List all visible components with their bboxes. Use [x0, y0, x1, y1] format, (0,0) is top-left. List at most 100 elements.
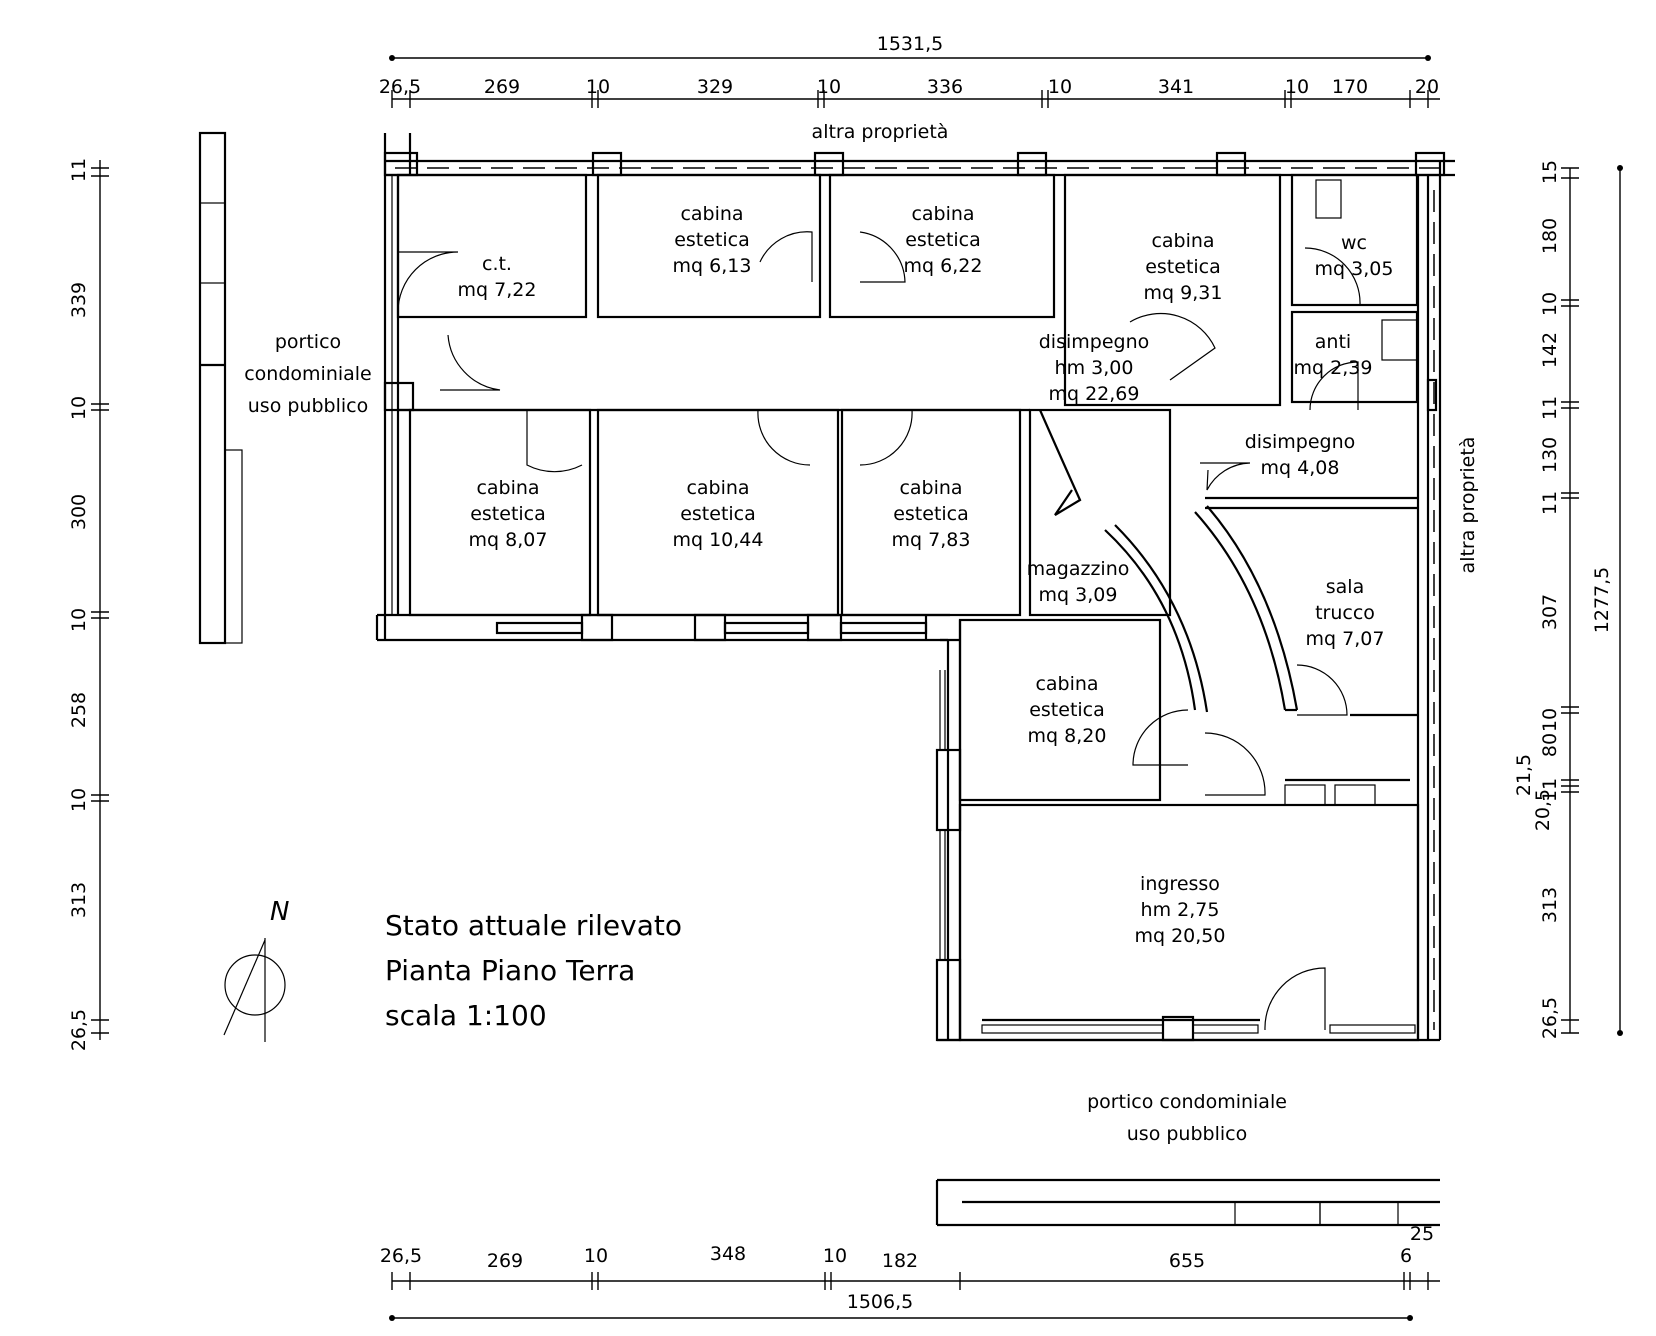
room-cab-mid-2-line-2: estetica	[680, 503, 756, 525]
room-cab-low-line-3: mq 8,20	[1028, 725, 1107, 747]
dim-top-seg: 329	[697, 76, 733, 98]
dim-right-seg: 11	[1539, 491, 1561, 515]
room-magazzino-line-2: mq 3,09	[1039, 584, 1118, 606]
portico-left-line-3: uso pubblico	[248, 395, 368, 417]
dim-left-seg: 339	[68, 282, 90, 318]
room-ingresso: ingresso hm 2,75 mq 20,50	[1134, 873, 1225, 947]
dim-left-seg: 26,5	[68, 1009, 90, 1051]
room-cab-top-1-line-2: estetica	[674, 229, 750, 251]
walls	[198, 131, 1455, 1227]
room-magazzino: magazzino mq 3,09	[1027, 558, 1130, 606]
dim-right-seg: 26,5	[1539, 997, 1561, 1039]
room-cab-top-1-line-1: cabina	[680, 203, 743, 225]
dim-right-seg: 11	[1539, 778, 1561, 802]
room-sala-trucco: sala trucco mq 7,07	[1306, 576, 1385, 650]
room-cab-top-2-line-2: estetica	[905, 229, 981, 251]
dim-top-seg: 170	[1332, 76, 1368, 98]
room-cabina-mid-1: cabina estetica mq 8,07	[469, 477, 548, 551]
dim-right-seg: 142	[1539, 332, 1561, 368]
dim-top-seg: 20	[1415, 76, 1439, 98]
dim-right-seg: 20,5	[1532, 789, 1554, 831]
room-ingresso-line-2: hm 2,75	[1141, 899, 1220, 921]
dim-right-seg: 11	[1539, 396, 1561, 420]
room-ingresso-line-1: ingresso	[1140, 873, 1220, 895]
room-cabina-top-3: cabina estetica mq 9,31	[1144, 230, 1223, 304]
room-sala-trucco-line-1: sala	[1326, 576, 1364, 598]
room-cab-top-3-line-1: cabina	[1151, 230, 1214, 252]
dim-top-seg: 10	[1285, 76, 1309, 98]
room-ct-line-2: mq 7,22	[458, 279, 537, 301]
portico-bottom-line-1: portico condominiale	[1087, 1091, 1287, 1113]
room-cab-top-2-line-3: mq 6,22	[904, 255, 983, 277]
dim-left-seg: 10	[68, 788, 90, 812]
dim-bottom-seg: 269	[487, 1250, 523, 1272]
room-disimpegno-small-line-1: disimpegno	[1245, 431, 1356, 453]
drawing-title-line-3: scala 1:100	[385, 999, 547, 1032]
room-disimpegno-small: disimpegno mq 4,08	[1245, 431, 1356, 479]
neighbor-top-label: altra proprietà	[812, 121, 949, 143]
doors	[397, 231, 1361, 1031]
room-cabina-mid-2: cabina estetica mq 10,44	[672, 477, 763, 551]
dim-left-seg: 10	[68, 396, 90, 420]
portico-bottom-line-2: uso pubblico	[1127, 1123, 1247, 1145]
dim-bottom-seg: 348	[710, 1243, 746, 1265]
dim-right-seg: 80	[1539, 733, 1561, 757]
dim-right-seg: 21,5	[1513, 754, 1535, 796]
dim-bottom-seg: 25	[1410, 1223, 1434, 1245]
room-ingresso-line-3: mq 20,50	[1134, 925, 1225, 947]
dim-left-seg: 300	[68, 494, 90, 530]
dim-right-seg: 180	[1539, 218, 1561, 254]
room-magazzino-line-1: magazzino	[1027, 558, 1130, 580]
dim-bottom-seg: 10	[823, 1245, 847, 1267]
room-cab-low-line-2: estetica	[1029, 699, 1105, 721]
room-cab-mid-3-line-3: mq 7,83	[892, 529, 971, 551]
room-wc: wc mq 3,05	[1315, 232, 1394, 280]
room-cab-top-2-line-1: cabina	[911, 203, 974, 225]
dim-right-seg: 307	[1539, 594, 1561, 630]
dim-bottom-seg: 6	[1400, 1245, 1412, 1267]
room-cab-mid-2-line-3: mq 10,44	[672, 529, 763, 551]
dim-left-seg: 10	[68, 608, 90, 632]
room-disimpegno-main-line-2: hm 3,00	[1055, 357, 1134, 379]
room-cab-mid-1-line-3: mq 8,07	[469, 529, 548, 551]
dim-right-seg: 313	[1539, 887, 1561, 923]
room-ct: c.t. mq 7,22	[458, 253, 537, 301]
dim-bottom-seg: 182	[882, 1250, 918, 1272]
room-disimpegno-main-line-3: mq 22,69	[1048, 383, 1139, 405]
room-sala-trucco-line-3: mq 7,07	[1306, 628, 1385, 650]
room-cabina-top-2: cabina estetica mq 6,22	[904, 203, 983, 277]
room-anti-line-2: mq 2,39	[1294, 357, 1373, 379]
room-anti-line-1: anti	[1315, 331, 1351, 353]
dim-right-seg: 10	[1539, 708, 1561, 732]
room-disimpegno-small-line-2: mq 4,08	[1261, 457, 1340, 479]
room-cabina-mid-3: cabina estetica mq 7,83	[892, 477, 971, 551]
dim-bottom-seg: 10	[584, 1245, 608, 1267]
room-anti: anti mq 2,39	[1294, 331, 1373, 379]
room-ct-line-1: c.t.	[482, 253, 512, 275]
room-cab-top-1-line-3: mq 6,13	[673, 255, 752, 277]
drawing-title-block: Stato attuale rilevato Pianta Piano Terr…	[385, 909, 682, 1032]
room-cab-mid-2-line-1: cabina	[686, 477, 749, 499]
dim-top-seg: 10	[817, 76, 841, 98]
room-labels: c.t. mq 7,22 cabina estetica mq 6,13 cab…	[458, 203, 1394, 947]
room-cab-top-3-line-2: estetica	[1145, 256, 1221, 278]
dim-right-seg: 130	[1539, 437, 1561, 473]
room-cab-mid-1-line-2: estetica	[470, 503, 546, 525]
dimension-ticks	[91, 90, 1579, 1290]
dim-bottom-total: 1506,5	[847, 1291, 913, 1313]
dim-top-seg: 26,5	[379, 76, 421, 98]
room-disimpegno-main-line-1: disimpegno	[1039, 331, 1150, 353]
room-disimpegno-main: disimpegno hm 3,00 mq 22,69	[1039, 331, 1150, 405]
dim-top-total: 1531,5	[877, 33, 943, 55]
room-cab-mid-3-line-1: cabina	[899, 477, 962, 499]
dim-bottom-seg: 26,5	[380, 1245, 422, 1267]
dim-right-seg: 10	[1539, 292, 1561, 316]
dim-top-seg: 341	[1158, 76, 1194, 98]
portico-left-line-2: condominiale	[244, 363, 372, 385]
dim-left-seg: 313	[68, 882, 90, 918]
neighbor-labels: altra proprietà altra proprietà portico …	[244, 121, 1479, 1145]
dim-right-total: 1277,5	[1591, 567, 1613, 633]
room-wc-line-2: mq 3,05	[1315, 258, 1394, 280]
room-cab-top-3-line-3: mq 9,31	[1144, 282, 1223, 304]
